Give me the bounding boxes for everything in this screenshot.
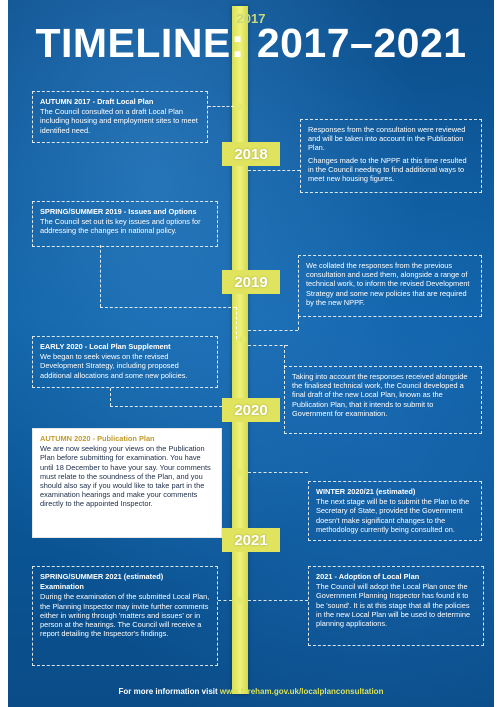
connector-collated2019: [248, 330, 298, 331]
box-collated-2019: We collated the responses from the previ…: [298, 255, 482, 317]
box-body: The Council set out its key issues and o…: [40, 217, 201, 236]
box-body: We are now seeking your views on the Pub…: [40, 444, 211, 509]
box-body: Taking into account the responses receiv…: [292, 372, 468, 418]
timeline-dot: [236, 103, 243, 110]
box-spring-2021: SPRING/SUMMER 2021 (estimated) Examinati…: [32, 566, 218, 666]
box-heading: WINTER 2020/21 (estimated): [316, 487, 416, 496]
connector-early2020-across: [110, 406, 222, 407]
box-heading: AUTUMN 2017 - Draft Local Plan: [40, 97, 154, 106]
connector-spring2021: [218, 600, 232, 601]
year-band-2021: 2021: [222, 528, 280, 552]
box-body: During the examination of the submitted …: [40, 592, 210, 639]
page-edge: [494, 0, 499, 707]
box-body: We collated the responses from the previ…: [306, 261, 470, 307]
footer-prefix: For more information visit: [118, 687, 220, 696]
year-band-2019: 2019: [222, 270, 280, 294]
timeline-dot: [239, 336, 246, 343]
box-body: Responses from the consultation were rev…: [308, 125, 466, 153]
box-body: The next stage will be to submit the Pla…: [316, 497, 470, 534]
connector-taking2020-down: [284, 345, 286, 373]
box-body: The Council will adopt the Local Plan on…: [316, 582, 471, 629]
box-responses-2018: Responses from the consultation were rev…: [300, 119, 482, 193]
connector-autumn2017: [208, 106, 234, 107]
connector-adoption2021: [248, 600, 308, 601]
timeline-poster: 2017 TIMELINE: 2017–2021 2018 2019 2020 …: [8, 0, 494, 707]
footer: For more information visit www.fareham.g…: [8, 687, 494, 696]
footer-link[interactable]: www.fareham.gov.uk/localplanconsultation: [219, 687, 384, 696]
box-heading: AUTUMN 2020 - Publication Plan: [40, 434, 155, 443]
box-heading: SPRING/SUMMER 2021 (estimated): [40, 572, 164, 581]
timeline-spine: [232, 6, 248, 694]
connector-spring2019-down: [100, 245, 102, 307]
box-winter-2020: WINTER 2020/21 (estimated) The next stag…: [308, 481, 482, 541]
connector-taking2020: [248, 345, 288, 346]
connector-spring2019-drop: [236, 307, 238, 339]
connector-early2020-down: [110, 388, 112, 406]
connector-spring2019-across: [100, 307, 236, 308]
timeline-dot: [236, 597, 243, 604]
box-adoption-2021: 2021 - Adoption of Local Plan The Counci…: [308, 566, 484, 646]
year-label-2017: 2017: [236, 11, 266, 26]
connector-collated2019-up: [298, 316, 300, 330]
box-subheading: Examination: [40, 582, 84, 592]
box-taking-2020: Taking into account the responses receiv…: [284, 366, 482, 434]
box-autumn-2017: AUTUMN 2017 - Draft Local Plan The Counc…: [32, 91, 208, 143]
box-heading: EARLY 2020 - Local Plan Supplement: [40, 342, 171, 351]
box-autumn-2020-highlight: AUTUMN 2020 - Publication Plan We are no…: [32, 428, 222, 538]
box-body: We began to seek views on the revised De…: [40, 352, 188, 380]
box-heading: SPRING/SUMMER 2019 - Issues and Options: [40, 207, 197, 216]
page-title: TIMELINE: 2017–2021: [35, 20, 467, 66]
year-band-2018: 2018: [222, 142, 280, 166]
timeline-dot: [236, 469, 243, 476]
box-early-2020: EARLY 2020 - Local Plan Supplement We be…: [32, 336, 218, 388]
connector-responses2018: [248, 170, 300, 171]
box-body: Changes made to the NPPF at this time re…: [308, 155, 467, 184]
box-heading: 2021 - Adoption of Local Plan: [316, 572, 420, 581]
box-body: The Council consulted on a draft Local P…: [40, 107, 198, 135]
box-spring-2019: SPRING/SUMMER 2019 - Issues and Options …: [32, 201, 218, 247]
year-band-2020: 2020: [222, 398, 280, 422]
connector-winter2020: [248, 472, 308, 473]
